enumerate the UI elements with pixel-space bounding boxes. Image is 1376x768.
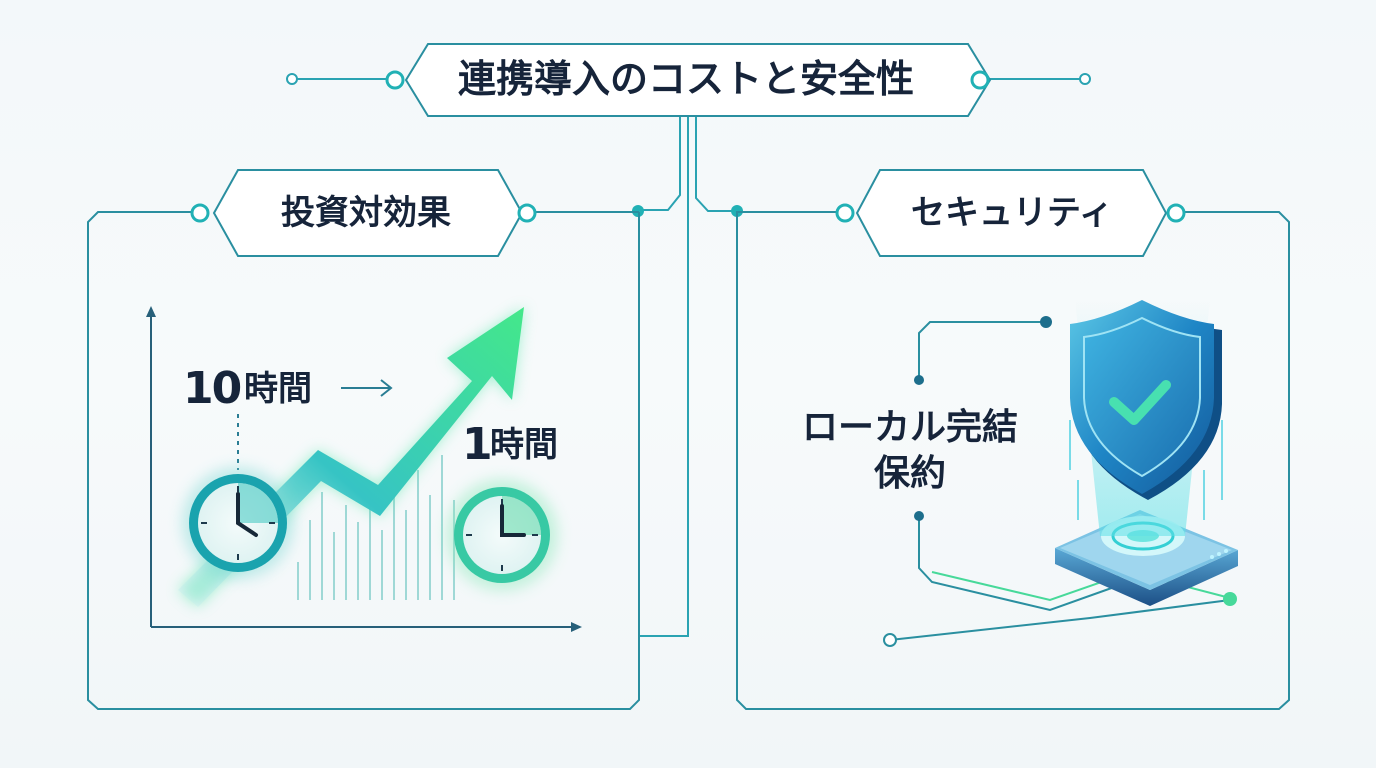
- clock-icon: [446, 479, 558, 591]
- roi-heading-plate: [190, 169, 537, 257]
- circuit-node: [1223, 592, 1237, 606]
- connector-node: [286, 73, 298, 85]
- security-panel-frame: [736, 211, 1290, 710]
- x-axis-arrowhead: [571, 622, 582, 632]
- after-time-unit: 時間: [490, 425, 558, 465]
- roi-panel-frame: [87, 211, 640, 710]
- main-title: 連携導入のコストと安全性: [457, 57, 914, 101]
- chart-axes: [150, 314, 574, 628]
- security-heading-plate: [835, 169, 1186, 257]
- y-axis-arrowhead: [146, 306, 156, 317]
- circuit-node: [914, 511, 924, 521]
- security-text-line1: ローカル完結: [801, 407, 1018, 448]
- connector-node: [1079, 73, 1091, 85]
- circuit-node: [914, 375, 924, 385]
- before-time-unit: 時間: [244, 369, 312, 409]
- security-heading: セキュリティ: [911, 193, 1113, 233]
- title-plate: [385, 43, 992, 117]
- transition-arrow-icon: [341, 379, 393, 397]
- shield-check-icon: [1070, 300, 1222, 500]
- circuit-node: [883, 633, 897, 647]
- security-text-line2: 保約: [873, 453, 946, 494]
- security-circuit: [889, 321, 1231, 641]
- roi-heading: 投資対効果: [281, 193, 451, 233]
- before-time-value: 10: [183, 363, 242, 414]
- connectors: [296, 78, 1082, 637]
- clock-icon: [182, 467, 294, 579]
- after-time-value: 1: [462, 419, 493, 470]
- circuit-node: [1040, 316, 1052, 328]
